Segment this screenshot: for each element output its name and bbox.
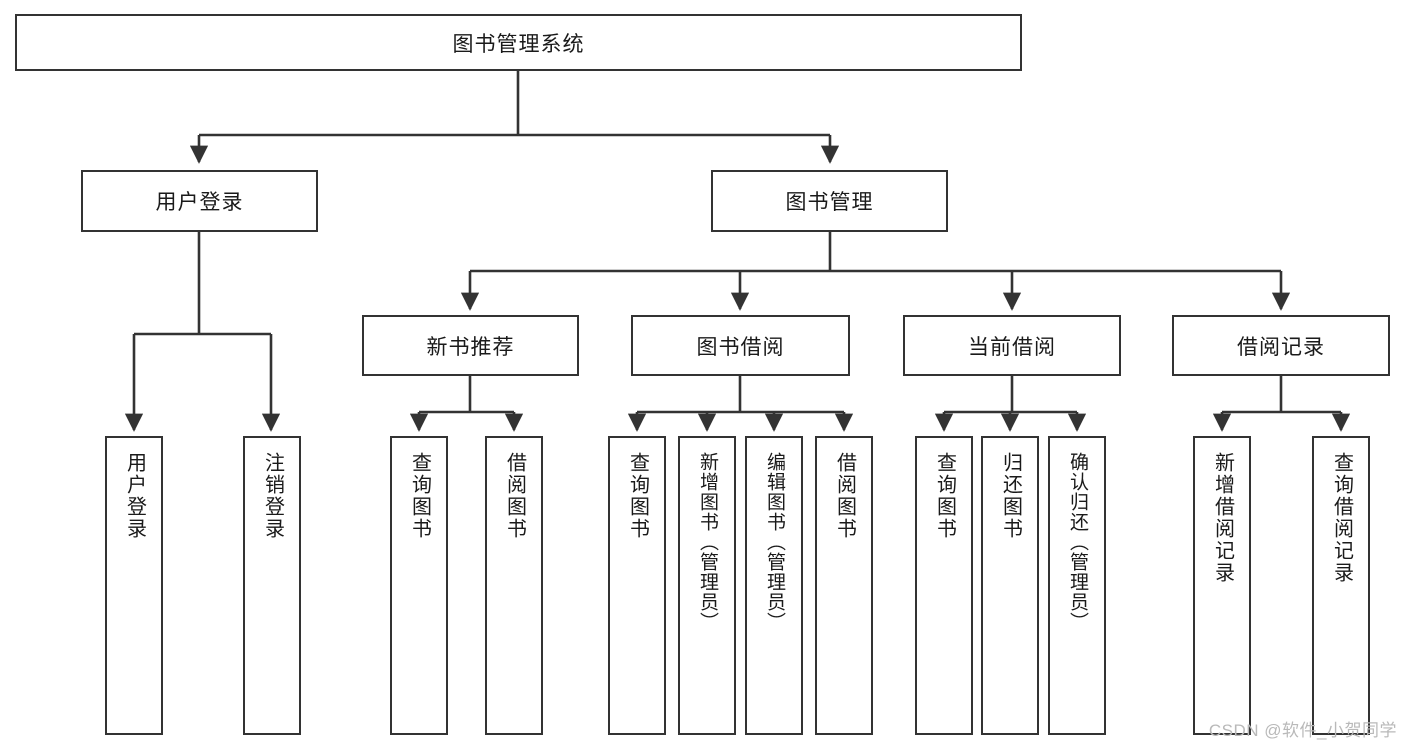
node-borrow-record-label: 借阅记录 [1237,335,1325,359]
node-book-management-label: 图书管理 [785,191,874,214]
leaf-node[interactable]: 借阅图书 [815,436,873,735]
leaf-node-label: 查询借阅记录 [1330,452,1353,584]
leaf-node[interactable]: 编辑图书（管理员） [745,436,803,735]
node-current-borrow[interactable]: 当前借阅 [903,315,1121,376]
leaf-node[interactable]: 新增图书（管理员） [678,436,736,735]
node-new-book-recommend[interactable]: 新书推荐 [362,315,579,376]
node-root[interactable]: 图书管理系统 [15,14,1022,71]
leaf-node[interactable]: 新增借阅记录 [1193,436,1251,735]
node-new-book-recommend-label: 新书推荐 [426,335,515,359]
leaf-node[interactable]: 归还图书 [981,436,1039,735]
node-user-login[interactable]: 用户登录 [81,170,318,232]
leaf-node-label: 用户登录 [123,452,146,540]
leaf-node[interactable]: 用户登录 [105,436,163,735]
node-root-label: 图书管理系统 [452,32,585,56]
node-book-borrow[interactable]: 图书借阅 [631,315,850,376]
leaf-node-label: 确认归还（管理员） [1066,452,1088,632]
leaf-node-label: 借阅图书 [833,452,856,540]
leaf-node-label: 查询图书 [408,452,431,540]
leaf-node[interactable]: 借阅图书 [485,436,543,735]
leaf-node-label: 新增图书（管理员） [696,452,718,632]
watermark: CSDN @软件_小贺同学 [1208,721,1397,740]
leaf-node[interactable]: 查询图书 [390,436,448,735]
node-book-management[interactable]: 图书管理 [711,170,948,232]
node-current-borrow-label: 当前借阅 [968,335,1056,359]
leaf-node-label: 查询图书 [626,452,649,540]
node-book-borrow-label: 图书借阅 [696,335,785,359]
leaf-node-label: 注销登录 [261,452,284,540]
leaf-node[interactable]: 查询图书 [915,436,973,735]
leaf-node-label: 新增借阅记录 [1211,452,1234,584]
leaf-node[interactable]: 查询借阅记录 [1312,436,1370,735]
leaf-node[interactable]: 注销登录 [243,436,301,735]
leaf-node-label: 借阅图书 [503,452,526,540]
leaf-node-label: 归还图书 [999,452,1022,540]
node-user-login-label: 用户登录 [155,191,244,214]
node-borrow-record[interactable]: 借阅记录 [1172,315,1390,376]
leaf-node-label: 编辑图书（管理员） [763,452,785,632]
leaf-node-label: 查询图书 [933,452,956,540]
leaf-node[interactable]: 查询图书 [608,436,666,735]
leaf-node[interactable]: 确认归还（管理员） [1048,436,1106,735]
